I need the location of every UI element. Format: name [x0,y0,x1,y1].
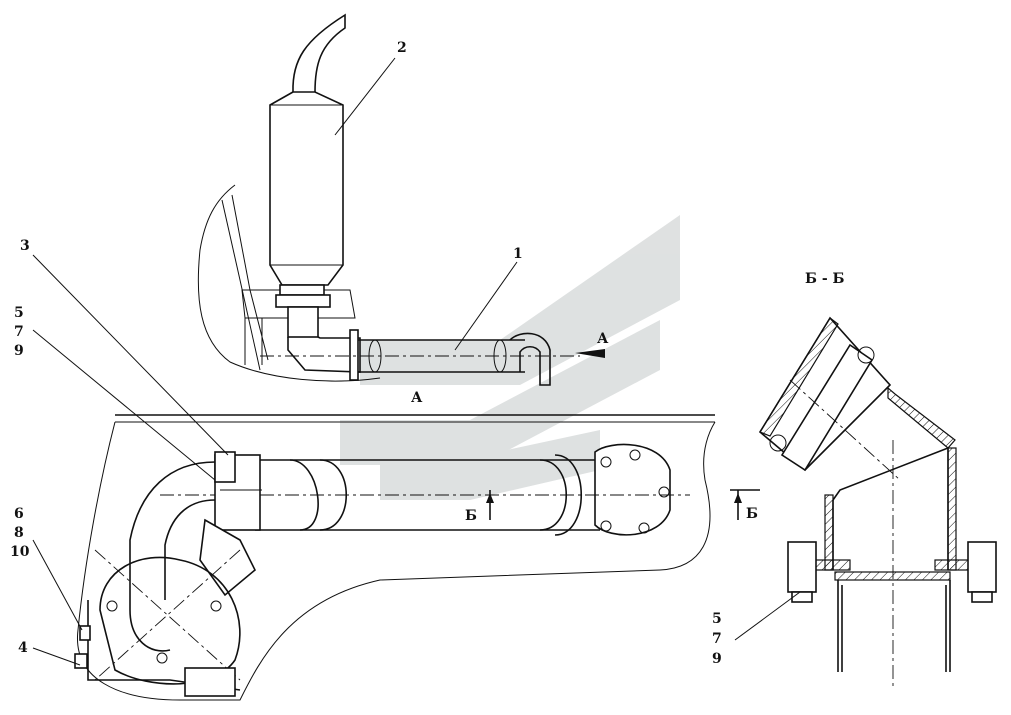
label-8: 8 [14,525,24,541]
arrow-a [575,349,605,358]
label-part-3: 3 [20,238,30,254]
label-7-section: 7 [712,631,722,647]
label-9-section: 9 [712,651,722,667]
arrow-a-label: А [597,331,609,347]
leader-lines [32,57,801,666]
section-mark-1: Б [465,508,477,524]
main-view-a [74,414,716,701]
label-5-top: 5 [14,305,24,321]
label-part-2: 2 [397,40,407,56]
section-b-b [730,316,997,690]
label-5-section: 5 [712,611,722,627]
label-part-1: 1 [513,246,523,262]
label-9-top: 9 [14,343,24,359]
section-title: Б - Б [805,271,845,287]
label-7-top: 7 [14,324,24,340]
section-mark-2: Б [746,506,758,522]
label-6: 6 [14,506,24,522]
watermark-logo [340,215,680,500]
view-a-label: А [411,390,423,406]
labels: 2 1 3 5 7 9 6 8 10 4 5 7 9 А А Б - Б Б Б [10,40,845,667]
label-part-4: 4 [18,640,28,656]
top-view [197,13,605,386]
label-10: 10 [10,544,30,560]
